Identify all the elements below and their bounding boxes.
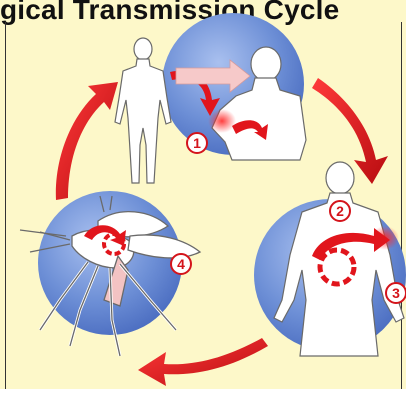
step-label-1: 1 — [187, 133, 207, 153]
step-number-4: 4 — [177, 256, 185, 272]
cycle-arrow-bottom — [138, 338, 268, 386]
cycle-arrow-left — [56, 82, 118, 200]
step-number-2: 2 — [336, 203, 344, 219]
human-figure-full — [115, 38, 171, 183]
step-label-2: 2 — [330, 201, 350, 221]
bite-glow-1 — [208, 109, 236, 133]
step-label-4: 4 — [171, 254, 191, 274]
step-number-1: 1 — [193, 135, 201, 151]
step-number-3: 3 — [392, 285, 400, 301]
bottom-band — [0, 389, 406, 397]
step-label-3: 3 — [386, 283, 406, 303]
